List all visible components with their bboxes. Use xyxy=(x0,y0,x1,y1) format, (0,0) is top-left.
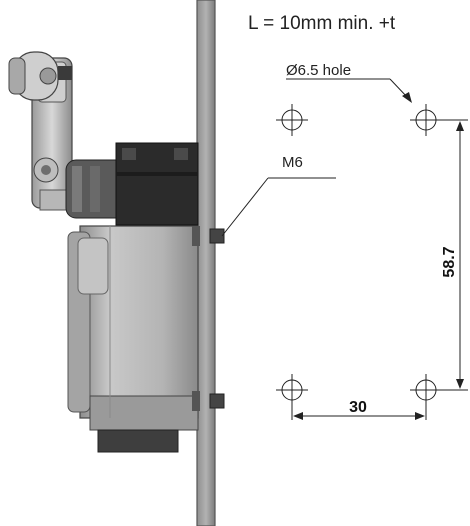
dimension-30-label: 30 xyxy=(349,399,367,416)
thread-label: M6 xyxy=(282,154,303,171)
hole-symbol-top-left xyxy=(276,104,308,136)
dimension-58-7-label: 58.7 xyxy=(441,246,458,277)
title-text: L = 10mm min. +t xyxy=(248,13,396,34)
thread-leader-line xyxy=(221,177,269,237)
mounting-screws xyxy=(192,226,225,411)
switch-head xyxy=(115,142,199,226)
hole-label: Ø6.5 hole xyxy=(286,62,351,79)
horizontal-dimension xyxy=(293,412,425,420)
switch-body xyxy=(67,225,199,453)
hole-symbol-bottom-left xyxy=(276,374,308,420)
vertical-dimension xyxy=(438,119,468,391)
mounting-plate xyxy=(196,0,216,526)
roller-lever-actuator xyxy=(8,51,73,211)
hole-symbol-bottom-right xyxy=(410,374,442,420)
hole-symbol-top-right xyxy=(410,104,442,136)
